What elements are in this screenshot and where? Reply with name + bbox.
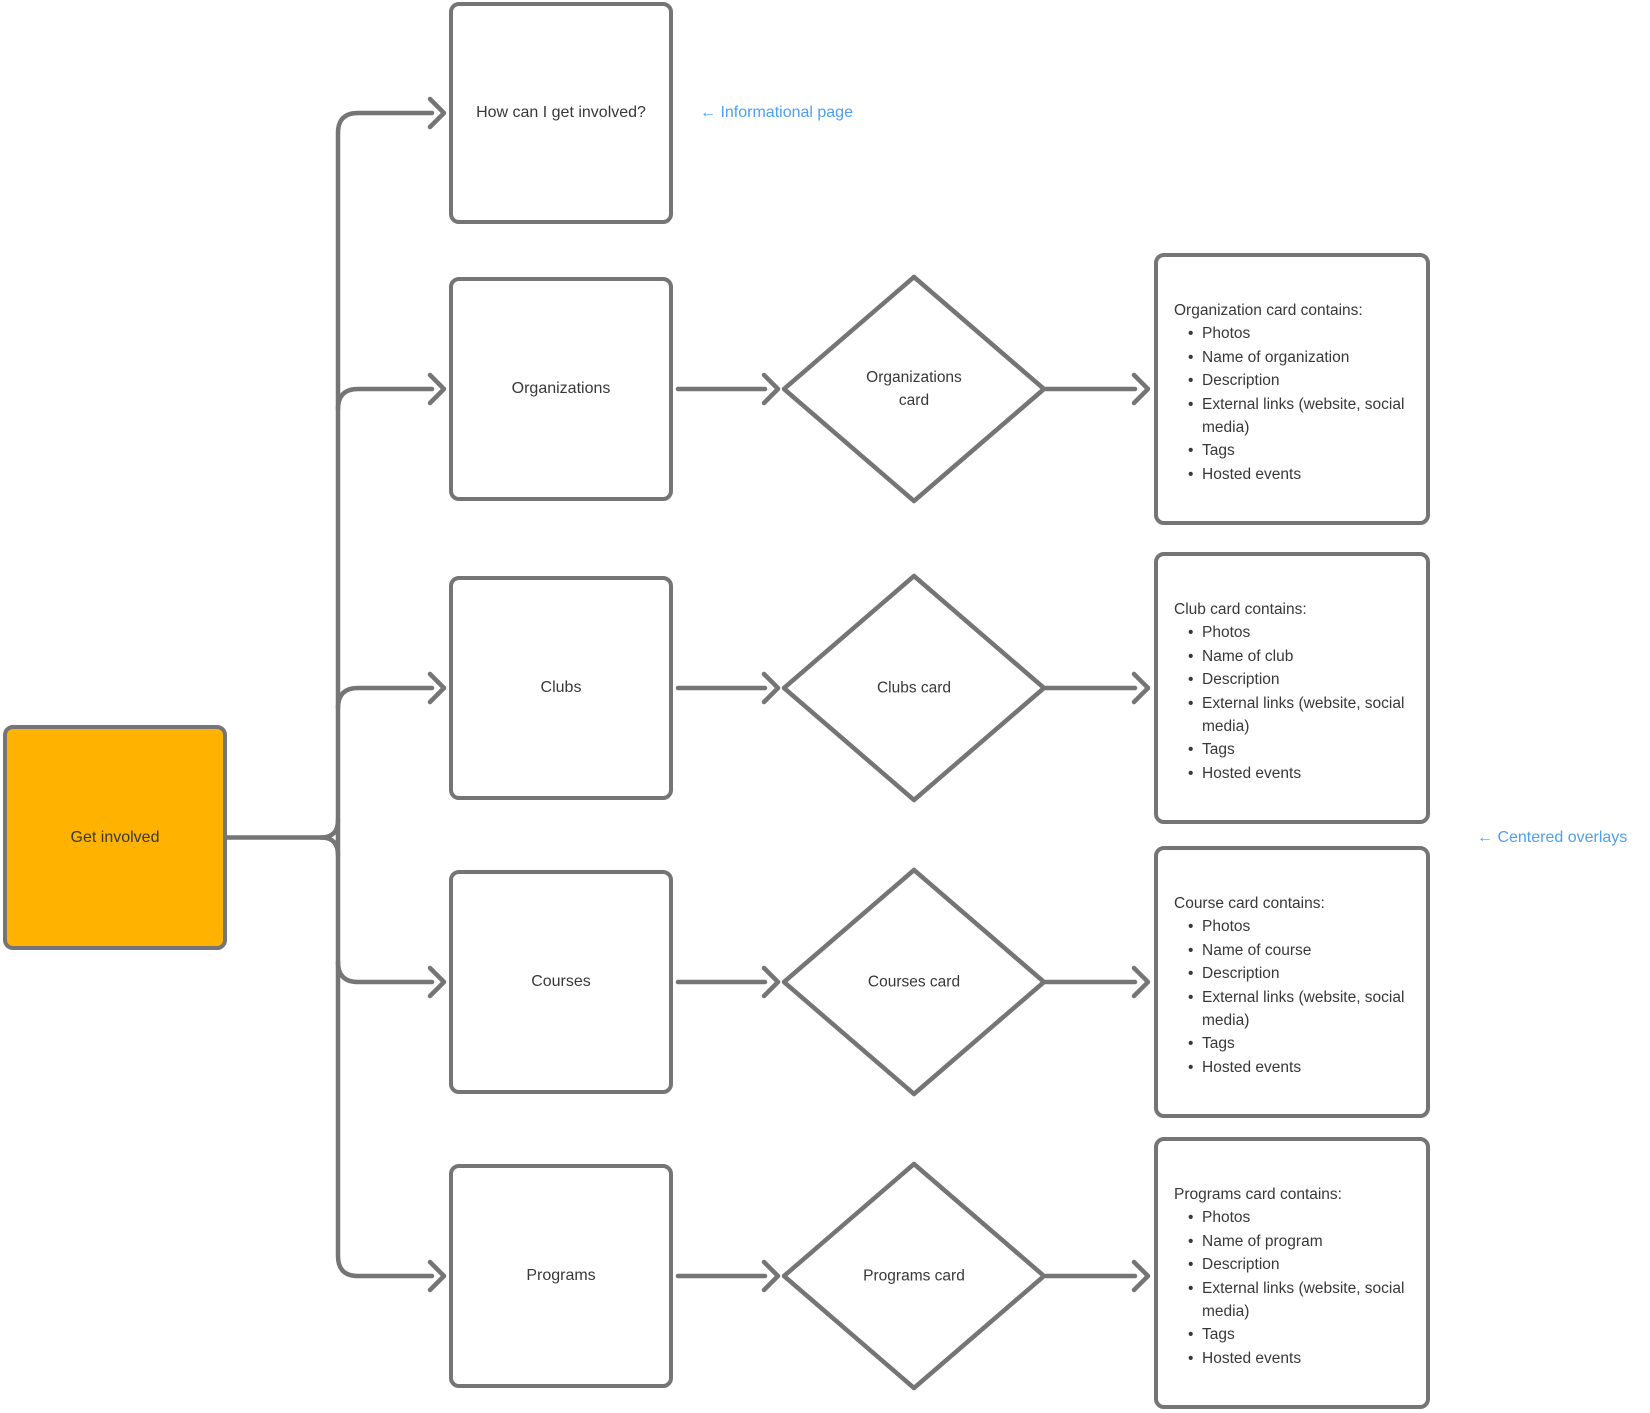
node-programs[interactable]: Programs (449, 1164, 673, 1388)
decision-diamond-shapes (781, 274, 1047, 1391)
node-programs-label: Programs (526, 1267, 596, 1284)
diamond-organizations-card[interactable]: Organizations card (839, 366, 989, 412)
bullet-item: Name of organization (1188, 346, 1412, 370)
bullet-item: Description (1188, 369, 1412, 393)
card-course-details[interactable]: Course card contains: Photos Name of cou… (1154, 846, 1430, 1118)
node-get-involved-label: Get involved (70, 828, 160, 846)
bullet-item: Description (1188, 1253, 1412, 1277)
bullet-item: Hosted events (1188, 1347, 1412, 1371)
diamond-organizations-card-label: Organizations card (866, 369, 962, 409)
node-clubs[interactable]: Clubs (449, 576, 673, 800)
bullet-item: External links (website, social media) (1188, 1277, 1412, 1324)
node-clubs-label: Clubs (540, 679, 582, 696)
annotation-centered-overlays[interactable]: ← Centered overlays (1477, 829, 1628, 846)
bullet-item: External links (website, social media) (1188, 986, 1412, 1033)
bullet-item: Description (1188, 962, 1412, 986)
bullet-item: Tags (1188, 1032, 1412, 1056)
bullet-item: Photos (1188, 322, 1412, 346)
bullet-item: Hosted events (1188, 463, 1412, 487)
bullet-item: Tags (1188, 439, 1412, 463)
bullet-item: Name of program (1188, 1230, 1412, 1254)
node-how-can-i-get-involved[interactable]: How can I get involved? (449, 2, 673, 224)
bullet-item: External links (website, social media) (1188, 692, 1412, 739)
diamond-clubs-card-label: Clubs card (876, 679, 952, 697)
card-programs-title: Programs card contains: (1174, 1186, 1342, 1203)
bullet-item: Photos (1188, 621, 1412, 645)
card-organization-details[interactable]: Organization card contains: Photos Name … (1154, 253, 1430, 525)
card-course-title: Course card contains: (1174, 895, 1325, 912)
bullet-item: Tags (1188, 1323, 1412, 1347)
annotation-informational-page[interactable]: ← Informational page (700, 104, 853, 121)
card-club-title: Club card contains: (1174, 601, 1307, 618)
bullet-item: Hosted events (1188, 762, 1412, 786)
node-get-involved[interactable]: Get involved (3, 725, 227, 950)
card-organization-title: Organization card contains: (1174, 302, 1363, 319)
node-organizations[interactable]: Organizations (449, 277, 673, 501)
bullet-item: Name of course (1188, 939, 1412, 963)
bullet-item: Description (1188, 668, 1412, 692)
card-club-bullets: Photos Name of club Description External… (1174, 621, 1412, 785)
node-courses[interactable]: Courses (449, 870, 673, 1094)
card-organization-bullets: Photos Name of organization Description … (1174, 322, 1412, 486)
node-organizations-label: Organizations (511, 380, 611, 397)
bullet-item: Hosted events (1188, 1056, 1412, 1080)
bullet-item: Photos (1188, 915, 1412, 939)
node-how-label: How can I get involved? (476, 104, 646, 121)
diamond-clubs-card[interactable]: Clubs card (839, 677, 989, 700)
node-courses-label: Courses (531, 973, 591, 990)
card-programs-details[interactable]: Programs card contains: Photos Name of p… (1154, 1137, 1430, 1409)
diamond-programs-card[interactable]: Programs card (839, 1265, 989, 1288)
bullet-item: Name of club (1188, 645, 1412, 669)
bullet-item: Photos (1188, 1206, 1412, 1230)
diamond-programs-card-label: Programs card (863, 1267, 965, 1285)
bullet-item: External links (website, social media) (1188, 393, 1412, 440)
diamond-courses-card[interactable]: Courses card (839, 971, 989, 994)
card-programs-bullets: Photos Name of program Description Exter… (1174, 1206, 1412, 1370)
card-club-details[interactable]: Club card contains: Photos Name of club … (1154, 552, 1430, 824)
bullet-item: Tags (1188, 738, 1412, 762)
card-course-bullets: Photos Name of course Description Extern… (1174, 915, 1412, 1079)
diamond-courses-card-label: Courses card (867, 973, 961, 991)
